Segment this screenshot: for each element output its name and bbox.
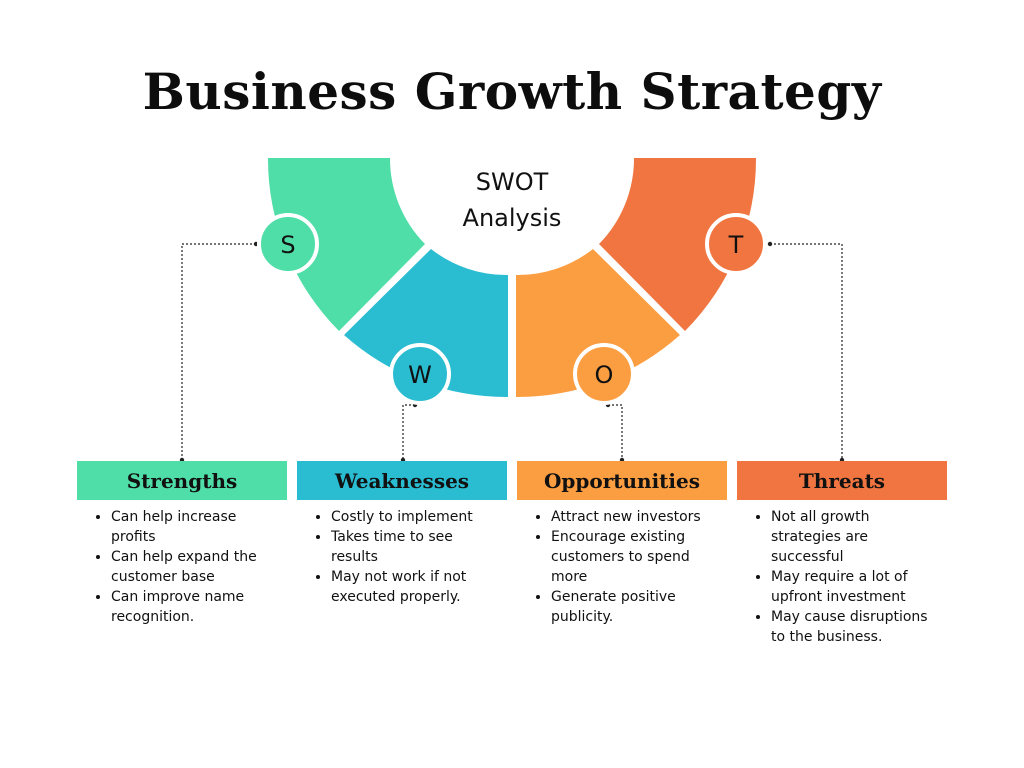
badge-s-letter: S	[280, 231, 295, 259]
list-item: Costly to implement	[331, 507, 491, 527]
header-weaknesses: Weaknesses	[297, 461, 507, 500]
list-item: Encourage existing customers to spend mo…	[551, 527, 711, 587]
list-item: May not work if not executed properly.	[331, 567, 491, 607]
segment-threats	[599, 158, 757, 331]
connector-strengths	[181, 243, 256, 460]
connector-weaknesses	[402, 404, 415, 460]
header-strengths: Strengths	[77, 461, 287, 500]
page-title: Business Growth Strategy	[142, 62, 882, 121]
segment-weaknesses	[344, 249, 508, 398]
connector-dot	[767, 241, 773, 247]
connector-threats	[770, 243, 843, 460]
badge-w-letter: W	[408, 361, 432, 389]
list-item: Takes time to see results	[331, 527, 491, 567]
badge-s	[257, 213, 319, 275]
segment-strengths	[267, 158, 425, 331]
list-opportunities: Attract new investors Encourage existing…	[521, 507, 711, 627]
center-label: SWOT Analysis	[432, 164, 592, 236]
list-item: May require a lot of upfront investment	[771, 567, 931, 607]
header-threats: Threats	[737, 461, 947, 500]
list-strengths: Can help increase profits Can help expan…	[81, 507, 271, 627]
list-item: Can help expand the customer base	[111, 547, 271, 587]
header-opportunities: Opportunities	[517, 461, 727, 500]
badge-o	[573, 343, 635, 405]
segment-opportunities	[516, 249, 680, 398]
list-threats: Not all growth strategies are successful…	[741, 507, 931, 647]
list-item: Attract new investors	[551, 507, 711, 527]
list-item: Not all growth strategies are successful	[771, 507, 931, 567]
center-label-line2: Analysis	[462, 204, 562, 232]
list-weaknesses: Costly to implement Takes time to see re…	[301, 507, 491, 607]
badge-w	[389, 343, 451, 405]
list-item: Can help increase profits	[111, 507, 271, 547]
center-label-line1: SWOT	[475, 168, 549, 196]
list-item: May cause disruptions to the business.	[771, 607, 931, 647]
connector-opportunities	[608, 404, 623, 460]
list-item: Can improve name recognition.	[111, 587, 271, 627]
badge-o-letter: O	[595, 361, 614, 389]
list-item: Generate positive publicity.	[551, 587, 711, 627]
badge-t-letter: T	[728, 231, 744, 259]
badge-t	[705, 213, 767, 275]
